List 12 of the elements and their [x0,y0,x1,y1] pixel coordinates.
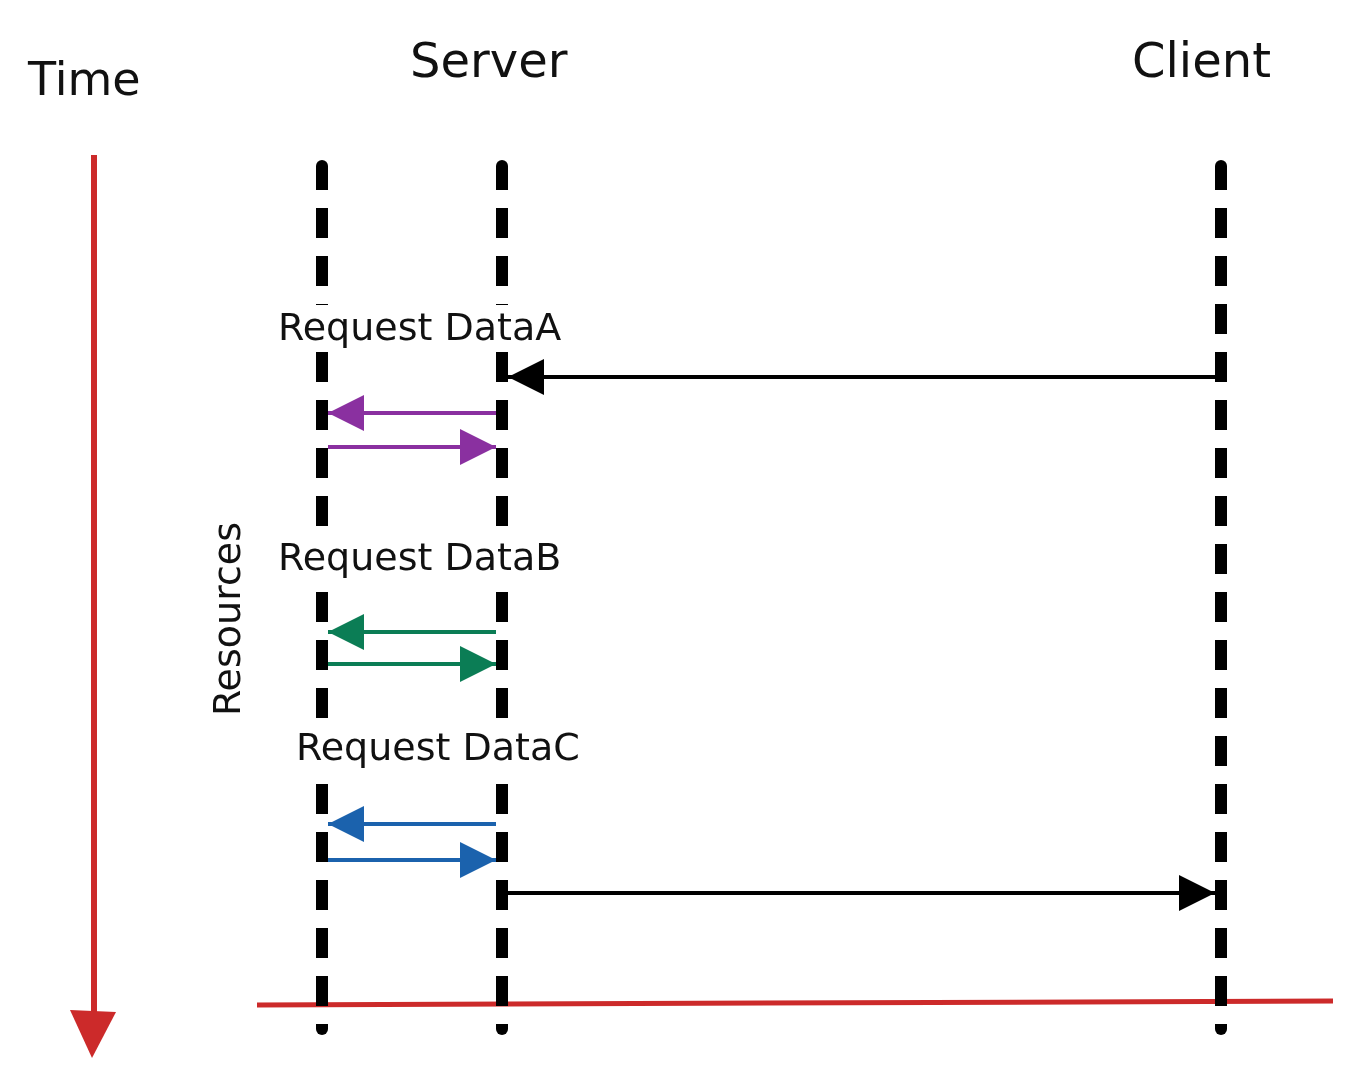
message-arrow [328,646,496,682]
message-arrow [508,359,1215,395]
lifeline-label: Server [410,32,568,88]
message-label: Request DataA [278,305,562,349]
message-arrow [508,875,1215,911]
lifeline-label: Client [1132,32,1271,88]
message-arrow [328,614,496,650]
message-arrow [328,806,496,842]
message-arrow [328,429,496,465]
lifeline-label: Resources [205,522,249,717]
message-arrow [328,395,496,431]
message-arrow [328,842,496,878]
